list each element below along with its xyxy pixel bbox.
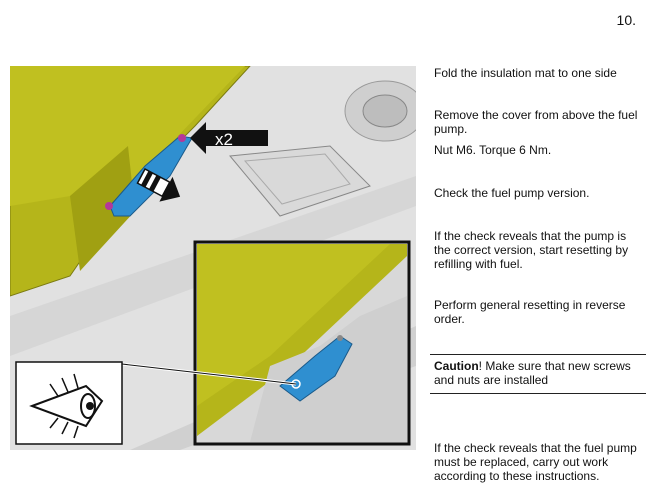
caution-text: ! Make sure that new screws and nuts are…	[434, 359, 631, 387]
quantity-label: x2	[215, 130, 233, 149]
replacement-note: If the check reveals that the fuel pump …	[434, 441, 637, 483]
nut-arrow	[190, 122, 268, 154]
caution-box: Caution! Make sure that new screws and n…	[430, 354, 646, 394]
caution-label: Caution	[434, 359, 479, 373]
eye-icon	[15, 361, 123, 445]
step-1: Fold the insulation mat to one side	[434, 66, 617, 80]
fastener-nut	[178, 134, 186, 142]
cover-recess	[229, 145, 371, 217]
step-5: If the check reveals that the pump is th…	[434, 229, 629, 271]
step-2: Remove the cover from above the fuel pum…	[434, 108, 638, 136]
detail-inset	[193, 240, 411, 446]
step-3: Nut M6. Torque 6 Nm.	[434, 143, 552, 157]
step-4: Check the fuel pump version.	[434, 186, 590, 200]
service-drawing: x2	[10, 66, 416, 450]
step-6: Perform general resetting in reverse ord…	[434, 298, 626, 326]
page-number: 10.	[616, 12, 636, 28]
removal-arrow	[136, 167, 181, 202]
service-illustration: x2	[10, 66, 416, 450]
fastener-nut	[105, 202, 113, 210]
